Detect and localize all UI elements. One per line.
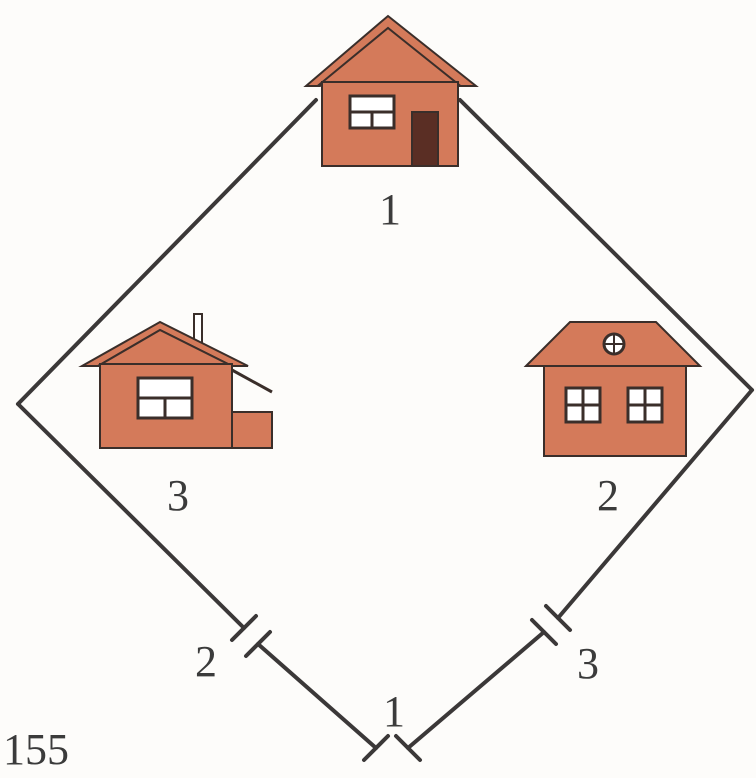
house-3-label: 3 bbox=[167, 471, 189, 520]
path-top-left bbox=[16, 98, 318, 406]
gate-1-label: 1 bbox=[383, 687, 405, 736]
figure-number: 155 bbox=[3, 725, 69, 774]
path-left-bottom bbox=[256, 642, 378, 750]
house-3-icon bbox=[78, 313, 273, 449]
house-2-icon bbox=[523, 321, 703, 457]
gate-marker-3 bbox=[530, 604, 572, 646]
gate-marker-2 bbox=[230, 614, 272, 658]
path-right-bottom bbox=[406, 630, 546, 750]
gate-3-label: 3 bbox=[577, 639, 599, 688]
gate-marker-1 bbox=[362, 734, 422, 762]
gate-2-label: 2 bbox=[195, 637, 217, 686]
house-1-label: 1 bbox=[379, 185, 401, 234]
path-top-right bbox=[458, 98, 754, 392]
path-right-lower bbox=[556, 388, 754, 620]
diamond-path bbox=[16, 98, 754, 750]
path-left-lower bbox=[16, 402, 246, 630]
house-2-label: 2 bbox=[597, 471, 619, 520]
house-1-icon bbox=[303, 14, 479, 167]
